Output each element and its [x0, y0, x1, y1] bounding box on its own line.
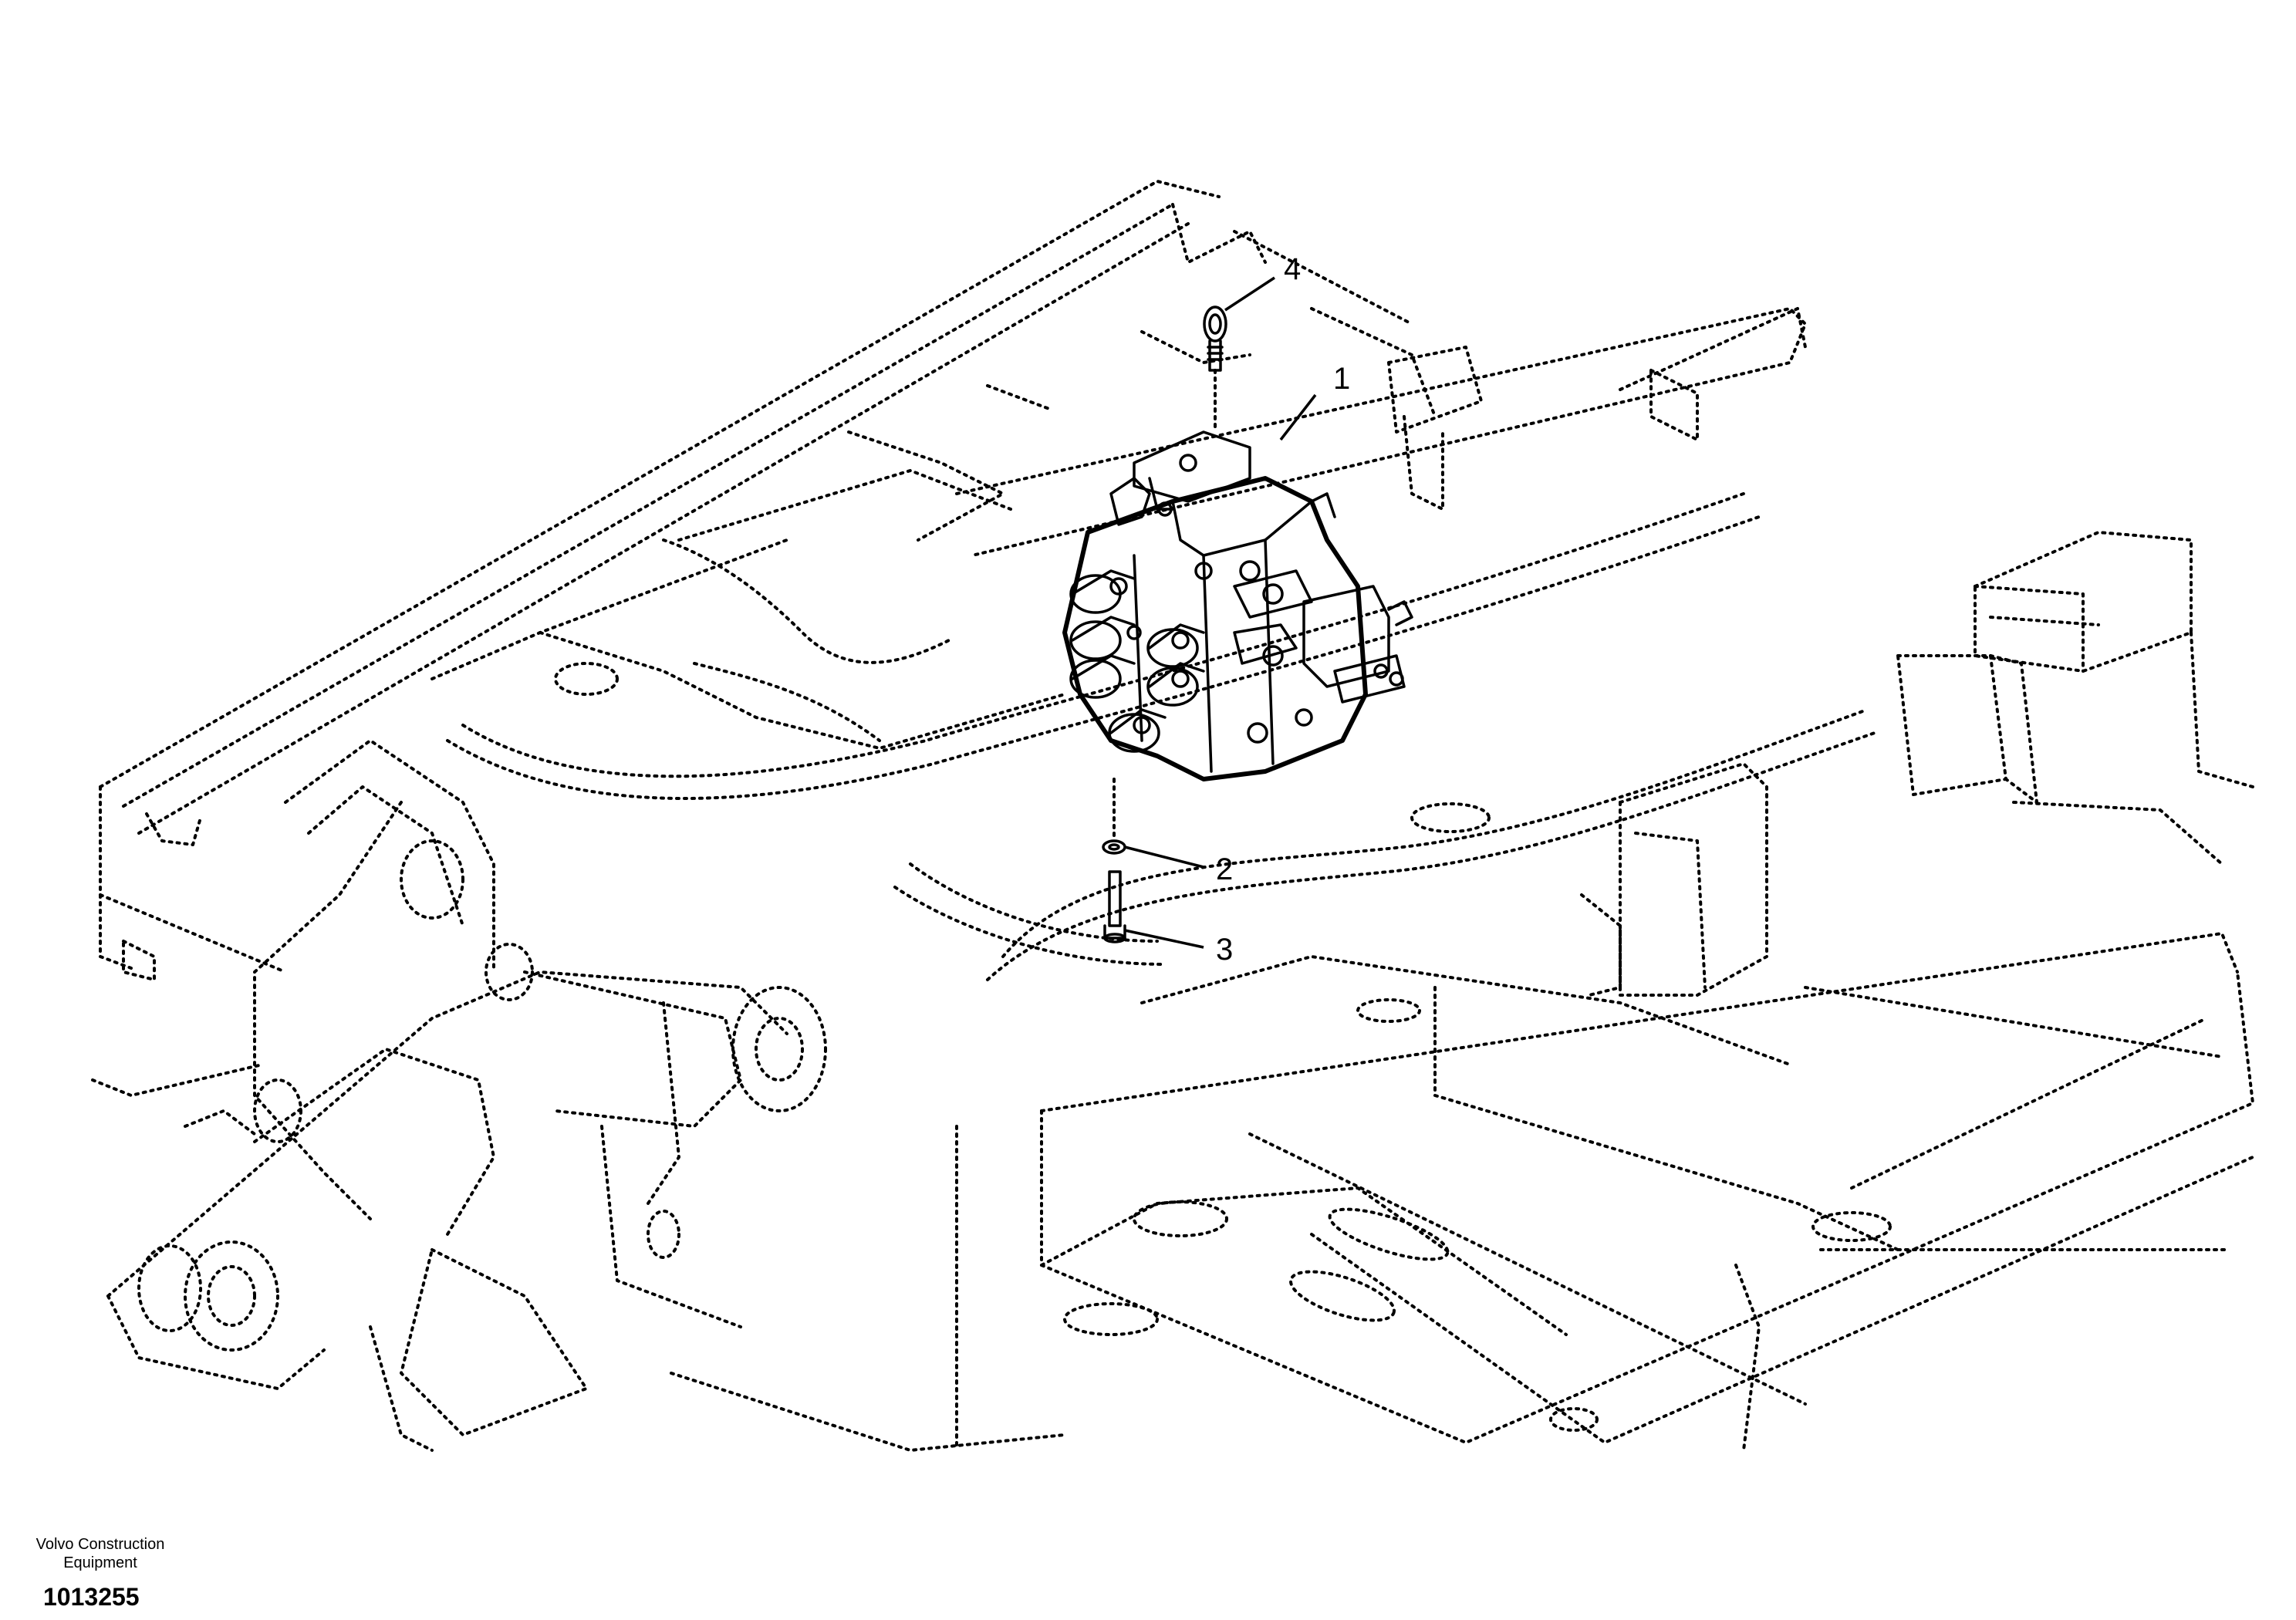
bolt: [1103, 870, 1126, 943]
crossmember: [955, 307, 2254, 997]
control-valve: [1062, 430, 1413, 781]
callout-3: 3: [1124, 929, 1233, 967]
solenoid-block: [1194, 560, 1413, 744]
eye-bolt: [1203, 305, 1227, 434]
lower-frame: [554, 662, 2254, 1452]
callout-4: 4: [1224, 252, 1301, 312]
callout-2-label: 2: [1216, 852, 1233, 886]
title-block: Volvo Construction Equipment 1013255: [15, 1535, 185, 1612]
callout-3-label: 3: [1216, 933, 1233, 967]
callout-1-label: 1: [1333, 362, 1350, 396]
valve-cartridges: [1069, 569, 1205, 753]
hose-routing: [446, 492, 1876, 981]
boom-mount: [91, 739, 827, 1452]
callout-1: 1: [1279, 362, 1350, 441]
upper-frame-outline: [99, 180, 1437, 974]
callout-2: 2: [1124, 845, 1233, 886]
washer: [1102, 778, 1126, 855]
callout-4-label: 4: [1284, 252, 1301, 286]
manufacturer-name: Volvo Construction Equipment: [35, 1536, 165, 1571]
drawing-number: 1013255: [43, 1583, 140, 1611]
